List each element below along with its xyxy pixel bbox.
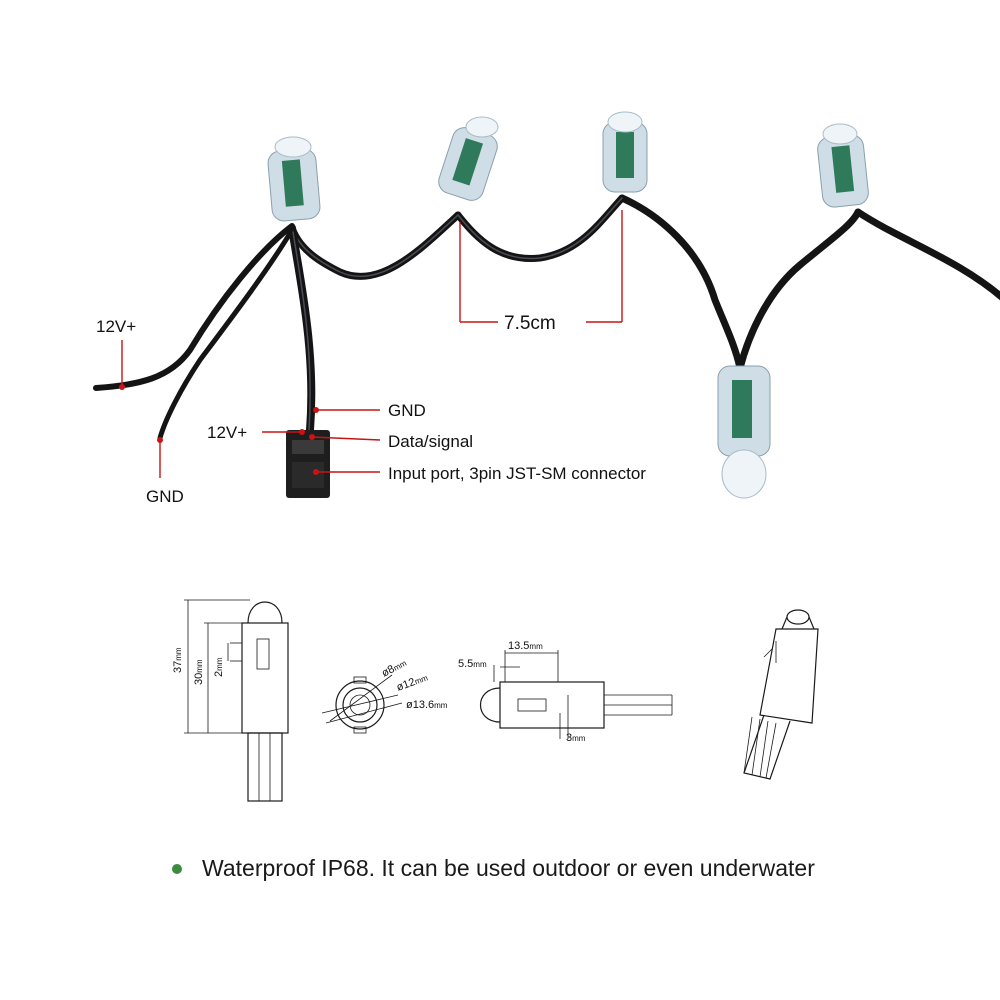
label-pixel-spacing: 7.5cm	[504, 313, 556, 334]
label-input-port: Input port, 3pin JST-SM connector	[388, 464, 646, 483]
dim-diameter-outer: ø13.6mm	[406, 699, 448, 711]
pixel-5	[717, 365, 771, 499]
pixel-4	[817, 123, 869, 208]
dim-height-tab: 2mm	[213, 657, 225, 677]
dim-length-body: 13.5mm	[508, 640, 543, 652]
horizontal-view-drawing	[479, 650, 673, 739]
bullet-icon	[172, 863, 182, 874]
label-connector-gnd: GND	[388, 401, 426, 420]
power-leads	[93, 223, 295, 441]
dim-offset-left: 5.5mm	[458, 658, 487, 670]
side-view-drawing	[184, 599, 289, 802]
dim-height-body: 30mm	[193, 659, 205, 685]
main-cable	[288, 194, 1000, 372]
dimension-drawings: 37mm 30mm 2mm ø8mm ø12mm ø13.6mm	[172, 599, 819, 802]
leader-left-12v	[119, 340, 125, 390]
label-left-12v: 12V+	[96, 317, 136, 336]
leader-input-port	[313, 469, 380, 475]
pixel-1	[267, 136, 321, 222]
dim-offset-small: 3mm	[566, 732, 586, 744]
label-data-signal: Data/signal	[388, 432, 473, 451]
label-left-gnd: GND	[146, 487, 184, 506]
pixel-2	[438, 116, 499, 201]
isometric-view-drawing	[743, 609, 819, 780]
leader-data-signal	[309, 434, 381, 441]
feature-note: Waterproof IP68. It can be used outdoor …	[172, 855, 815, 882]
dim-diameter-inner: ø8mm	[380, 657, 409, 680]
connector-cable	[288, 224, 316, 434]
leader-left-gnd	[157, 437, 163, 478]
spacing-bracket	[459, 210, 623, 323]
dim-diameter-mid: ø12mm	[395, 671, 430, 693]
leader-connector-12v	[262, 429, 305, 435]
label-connector-12v: 12V+	[207, 423, 247, 442]
product-photo: 12V+ GND GND 12V+ Data/signal Input port…	[93, 111, 1000, 506]
top-view-drawing	[321, 674, 403, 734]
dim-height-total: 37mm	[172, 647, 184, 673]
pixel-3	[602, 111, 648, 193]
leader-connector-gnd	[313, 407, 380, 413]
jst-connector	[286, 430, 330, 498]
feature-text: Waterproof IP68. It can be used outdoor …	[202, 855, 815, 881]
